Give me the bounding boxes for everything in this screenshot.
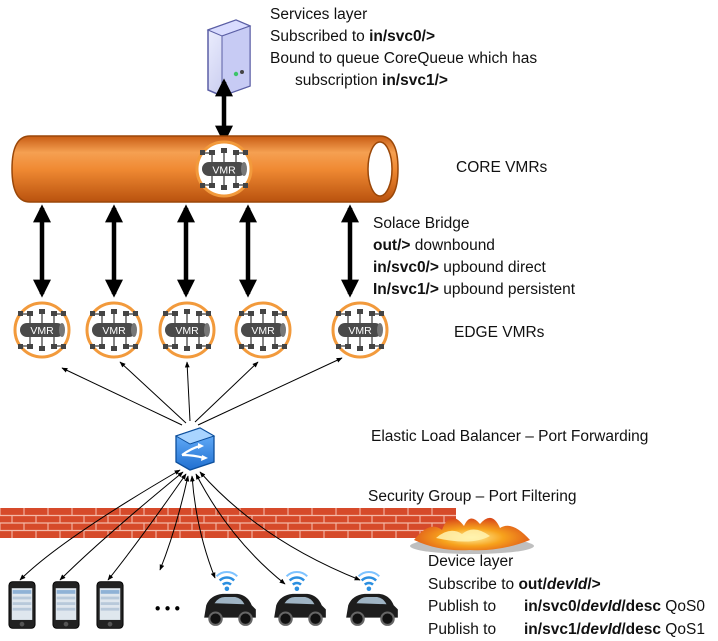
elb-label: Elastic Load Balancer – Port Forwarding	[371, 428, 649, 445]
elb-edge-arrows	[61, 357, 343, 426]
server-icon	[206, 19, 252, 97]
connected-car-icon	[272, 570, 328, 627]
edge-vmr-group	[13, 301, 389, 359]
services-layer-text: Services layer Subscribed to in/svc0/> B…	[270, 4, 537, 92]
services-title: Services layer	[270, 6, 368, 23]
smartphone-icon	[8, 581, 36, 629]
device-layer-text: Device layer Subscribe to out/devId/> Pu…	[428, 551, 705, 641]
core-edge-arrows	[33, 204, 359, 298]
edge-vmr-label: VMR	[175, 325, 199, 337]
services-subscription-line: Subscribed to in/svc0/>	[270, 28, 436, 45]
edge-vmr-label: VMR	[348, 325, 372, 337]
device-layer-title: Device layer	[428, 553, 514, 570]
device-subscribe-line: Subscribe to out/devId/>	[428, 575, 601, 593]
bridge-row-upbound-direct: in/svc0/> upbound direct	[373, 259, 546, 276]
edge-vmr-label: VMR	[30, 325, 54, 337]
core-vmr-label: VMR	[212, 165, 236, 177]
smartphone-icon	[96, 581, 124, 629]
smartphone-icon	[52, 581, 80, 629]
edge-vmrs-label: EDGE VMRs	[454, 324, 545, 341]
bridge-title: Solace Bridge	[373, 215, 470, 232]
services-queue-subscription: subscription in/svc1/>	[295, 72, 448, 89]
services-queue-line: Bound to queue CoreQueue which has	[270, 50, 538, 67]
load-balancer-icon	[174, 427, 216, 471]
bridge-row-downbound: out/> downbound	[373, 237, 495, 254]
edge-vmr-label: VMR	[102, 325, 126, 337]
connected-car-icon	[344, 570, 400, 627]
security-group-label: Security Group – Port Filtering	[368, 488, 577, 505]
device-elb-arrows	[19, 469, 361, 585]
edge-vmr-label: VMR	[251, 325, 275, 337]
solace-bridge-text: Solace Bridge out/> downbound in/svc0/> …	[373, 213, 575, 301]
security-wall	[0, 508, 456, 538]
firewall-fire-icon	[410, 517, 534, 554]
bridge-row-upbound-persistent: In/svc1/> upbound persistent	[373, 281, 576, 298]
connected-car-icon	[202, 570, 258, 627]
more-devices-ellipsis: •••	[153, 600, 183, 618]
core-vmrs-label: CORE VMRs	[456, 159, 548, 176]
